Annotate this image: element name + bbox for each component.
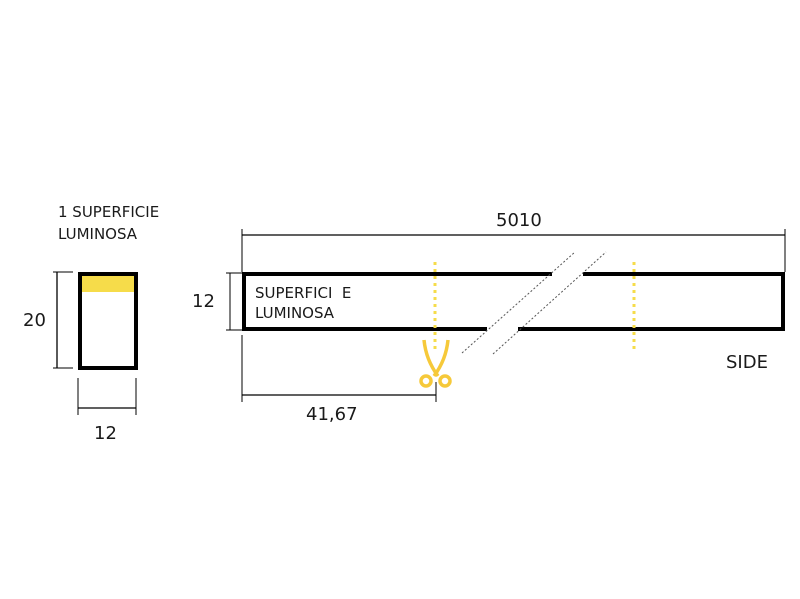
- inner-label-line2: LUMINOSA: [255, 304, 335, 322]
- inner-label-line1: SUPERFICI E: [255, 284, 351, 302]
- profile-outline: [78, 272, 138, 370]
- section-width-label: 12: [94, 423, 117, 444]
- scissors-icon: [419, 339, 452, 388]
- side-view-label: SIDE: [726, 352, 768, 373]
- length-label: 5010: [496, 210, 542, 231]
- section-title-line1: 1 SUPERFICIE: [58, 203, 159, 221]
- profile-right: [518, 272, 785, 331]
- cross-section: 1 SUPERFICIE LUMINOSA 20 12: [23, 203, 159, 444]
- side-view: 5010 12 SUPERFICI E LUMINOSA 41,67 SIDE: [192, 210, 786, 425]
- section-height-label: 20: [23, 310, 46, 331]
- profile-left: [242, 272, 552, 331]
- side-height-label: 12: [192, 291, 215, 312]
- section-title-line2: LUMINOSA: [58, 225, 138, 243]
- luminous-surface: [82, 276, 134, 292]
- break-line: [492, 251, 607, 355]
- cut-length-label: 41,67: [306, 404, 358, 425]
- break-line: [461, 251, 576, 354]
